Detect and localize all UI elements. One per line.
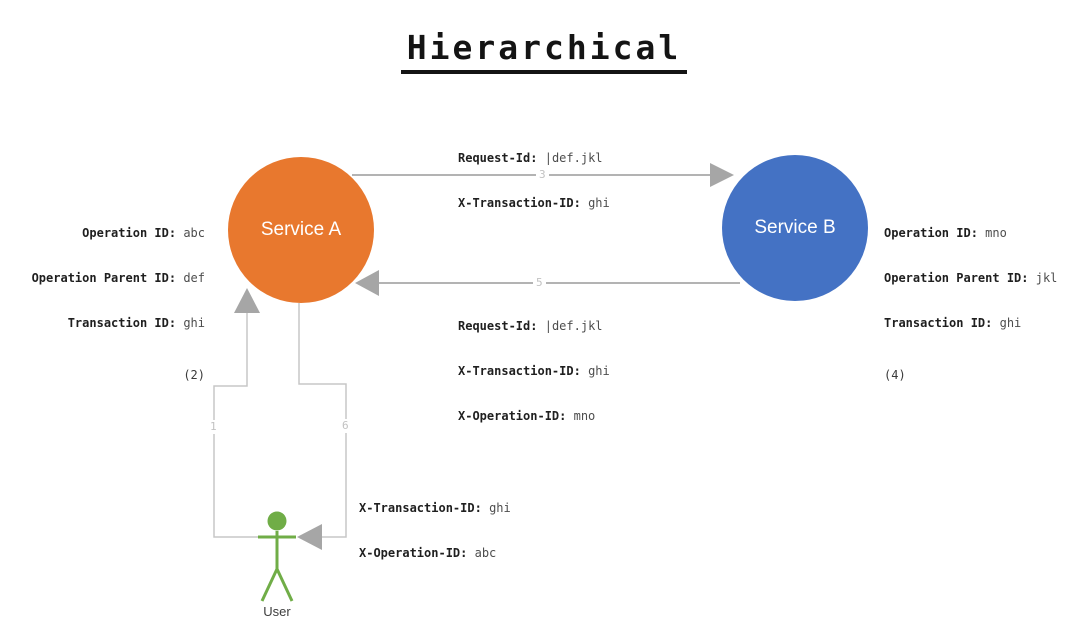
annotation-line: Operation Parent ID: def — [31, 271, 205, 285]
service-b-node — [722, 155, 868, 301]
header-line: X-Transaction-ID: ghi — [359, 501, 511, 515]
header-line: X-Operation-ID: mno — [458, 409, 596, 423]
request-headers-a-to-user: X-Transaction-ID: ghi X-Operation-ID: ab… — [359, 471, 511, 591]
request-headers-b-to-a: Request-Id: |def.jkl X-Transaction-ID: g… — [458, 289, 610, 454]
annotation-line: Operation Parent ID: jkl — [884, 271, 1058, 285]
step-number-5: 5 — [533, 276, 546, 290]
step-note-a: (2) — [183, 368, 205, 382]
diagram-title: Hierarchical — [400, 28, 688, 74]
user-label: User — [263, 604, 291, 619]
header-line: X-Operation-ID: abc — [359, 546, 497, 560]
annotation-line: Transaction ID: ghi — [884, 316, 1022, 330]
service-a-node — [228, 157, 374, 303]
arrow-right-icon — [710, 163, 734, 187]
arrow-a-to-b — [352, 163, 734, 187]
step-note-b: (4) — [884, 368, 906, 382]
service-b-label: Service B — [754, 217, 836, 238]
arrow-left-icon — [297, 524, 322, 550]
arrow-b-to-a — [355, 270, 740, 296]
arrow-user-to-a — [213, 288, 260, 538]
arrow-up-icon — [234, 288, 260, 313]
service-a-annotation: Operation ID: abc Operation Parent ID: d… — [0, 196, 205, 413]
step-number-1: 1 — [207, 420, 220, 434]
step-number-6: 6 — [339, 419, 352, 433]
step-number-3: 3 — [536, 168, 549, 182]
header-line: Request-Id: |def.jkl — [458, 151, 603, 165]
annotation-line: Transaction ID: ghi — [67, 316, 205, 330]
user-figure-icon — [258, 511, 296, 602]
annotation-line: Operation ID: abc — [82, 226, 205, 240]
title-wrap: Hierarchical — [0, 28, 1088, 74]
arrow-a-to-user — [297, 303, 347, 550]
annotation-line: Operation ID: mno — [884, 226, 1007, 240]
header-line: Request-Id: |def.jkl — [458, 319, 603, 333]
arrow-left-icon — [355, 270, 379, 296]
header-line: X-Transaction-ID: ghi — [458, 364, 610, 378]
header-line: X-Transaction-ID: ghi — [458, 196, 610, 210]
request-headers-a-to-b: Request-Id: |def.jkl X-Transaction-ID: g… — [458, 121, 610, 241]
service-a-label: Service A — [260, 219, 342, 240]
service-b-annotation: Operation ID: mno Operation Parent ID: j… — [884, 196, 1057, 413]
